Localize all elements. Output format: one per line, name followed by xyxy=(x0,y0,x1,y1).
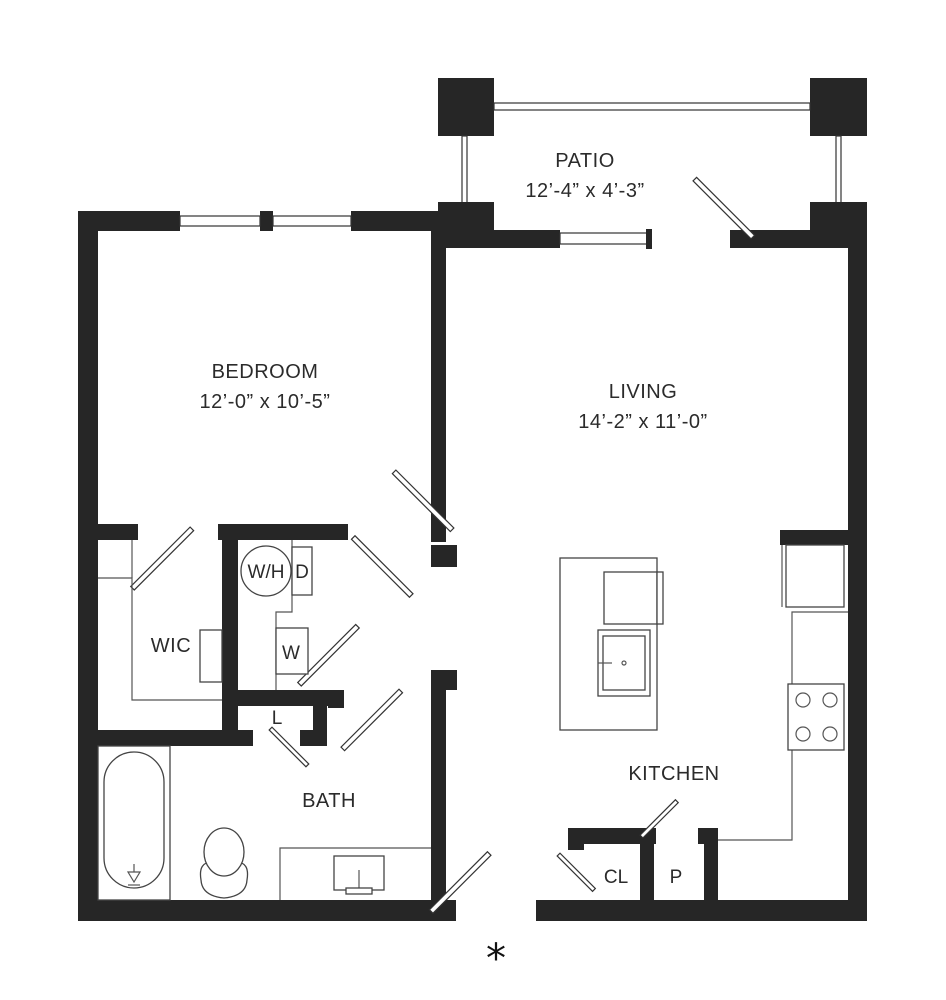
patio-area xyxy=(438,78,867,207)
wic-label: WIC xyxy=(151,635,191,657)
toilet xyxy=(199,827,249,899)
linen-label: L xyxy=(272,708,283,729)
bedroom-window-left xyxy=(179,215,261,227)
entry-door xyxy=(428,850,492,915)
pantry-door xyxy=(639,798,680,839)
washer-label: W xyxy=(282,643,300,664)
linen-door xyxy=(268,726,310,768)
bedroom-door xyxy=(391,469,455,533)
water-heater xyxy=(240,545,292,597)
closet-label: CL xyxy=(604,867,628,888)
dishwasher xyxy=(603,571,658,625)
laundry-door-right xyxy=(296,623,361,687)
entry-marker: * xyxy=(486,936,506,982)
refrigerator xyxy=(785,544,845,608)
dryer-label: D xyxy=(295,562,309,583)
bedroom-label: BEDROOM xyxy=(212,361,319,383)
patio-column-right xyxy=(810,78,867,136)
patio-label: PATIO xyxy=(555,150,615,172)
kitchen-counter xyxy=(718,544,848,841)
pantry-label: P xyxy=(670,867,683,888)
bedroom-window-right xyxy=(272,215,352,227)
bath-label: BATH xyxy=(302,790,356,812)
kitchen-label: KITCHEN xyxy=(628,763,719,785)
dryer xyxy=(291,546,313,596)
closet-door xyxy=(556,852,597,893)
bathtub xyxy=(97,745,171,901)
bath-door xyxy=(340,688,404,752)
laundry-appliances xyxy=(240,540,313,690)
wic-shelving xyxy=(98,540,223,701)
patio-sliding-door xyxy=(559,232,651,245)
living-dimensions: 14’-2” x 11’-0” xyxy=(578,411,707,433)
washer xyxy=(275,627,309,675)
patio-railing-top xyxy=(493,102,811,111)
bath-vanity xyxy=(279,847,431,900)
kitchen-island xyxy=(559,557,664,731)
patio-door xyxy=(692,176,756,240)
bedroom-dimensions: 12’-0” x 10’-5” xyxy=(200,391,331,413)
wic-door xyxy=(129,526,195,591)
patio-column-left xyxy=(438,78,494,136)
water-heater-label: W/H xyxy=(248,562,285,583)
stove xyxy=(787,683,845,751)
interior-walls xyxy=(98,230,848,910)
living-label: LIVING xyxy=(609,381,678,403)
patio-railing-right xyxy=(835,135,842,207)
patio-dimensions: 12’-4” x 4’-3” xyxy=(525,180,644,202)
laundry-door-left xyxy=(350,534,414,599)
exterior-walls xyxy=(78,202,867,921)
patio-railing-left xyxy=(461,135,468,207)
